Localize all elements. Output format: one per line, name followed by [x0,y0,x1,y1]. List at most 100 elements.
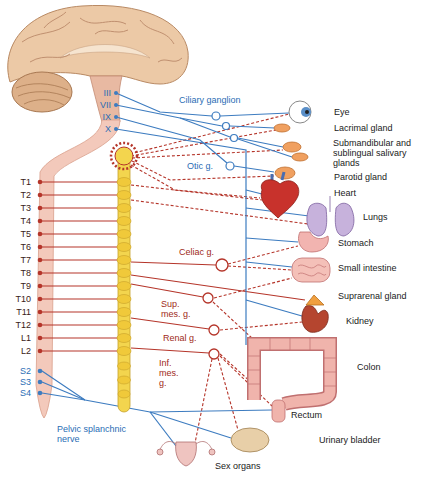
brain [24,100,64,105]
brain [22,12,182,62]
brain [80,18,126,24]
ganglion [226,162,234,170]
cranial-nerve-label: VII [92,100,112,110]
brain [30,54,70,62]
postganglionic-sympathetic-fibre [220,322,302,330]
brain [140,20,174,44]
preganglionic-sympathetic-fibre [131,275,305,300]
parasympathetic-fibre [220,113,289,116]
postganglionic-sympathetic-fibre [218,358,238,430]
nucleus-dot [38,232,43,237]
parasympathetic-fibre [246,238,298,242]
sympathetic-chain [111,143,137,169]
preganglionic-sympathetic-fibre [131,262,216,265]
parasympathetic-fibre [116,105,222,126]
sympathetic-chain [117,204,131,213]
ganglion [216,259,228,271]
lungs [335,203,354,236]
gland [274,124,290,132]
nucleus-dot [38,180,43,185]
sympathetic-chain [117,178,131,399]
sex-organs [209,449,215,455]
ganglion-label: Celiac g. [178,247,215,257]
brain [158,58,182,62]
sympathetic-chain [117,308,131,317]
ganglion-label: Ciliary ganglion [178,95,242,105]
kidney [306,295,324,305]
ganglion [212,112,220,120]
preganglionic-sympathetic-fibre [131,318,209,329]
nucleus-dot [38,336,43,341]
organ-label: Urinary bladder [318,435,382,445]
ganglion [209,349,219,359]
heart [261,172,299,218]
sympathetic-chain [111,143,137,412]
organ-label: Sex organs [214,461,262,471]
nucleus-dot [38,193,43,198]
small-intestine [292,258,330,282]
ganglion [203,293,213,303]
spinal-segment-label: S2 [6,366,32,376]
postganglionic-sympathetic-fibre [228,246,298,264]
spinal-segment-label: T3 [6,203,32,213]
parasympathetic-fibre [42,93,309,446]
spinal-segment-label: T9 [6,281,32,291]
lungs [330,196,331,212]
organ-label: Kidney [345,316,375,326]
sympathetic-chain [117,256,131,265]
nerve-label: Pelvic splanchnic nerve [56,424,133,444]
postganglionic-sympathetic-fibre [228,266,292,270]
organ-label: Rectum [290,410,323,420]
postganglionic-sympathetic-fibre [214,278,292,298]
spinal-segment-label: T1 [6,177,32,187]
parasympathetic-fibre [234,166,274,172]
gland [283,142,301,152]
brain [95,30,128,34]
parasympathetic-fibre [246,190,262,194]
spinal-segment-label: T5 [6,229,32,239]
organ-label: Lungs [362,212,389,222]
lungs [307,203,327,236]
ganglion [203,259,228,359]
preganglionic-sympathetic-fibre [42,194,118,195]
nucleus-dot [38,323,43,328]
spinal-segment-label: T4 [6,216,32,226]
preganglionic-sympathetic-fibre [42,181,118,182]
nucleus-dot [38,271,43,276]
organ-label: Small intestine [337,263,398,273]
brain [16,84,68,90]
parasympathetic-fibre [150,410,272,412]
sympathetic-chain [117,178,131,187]
parasympathetic-fibre [238,138,283,147]
brain [60,45,150,59]
ganglion-label: Otic g. [186,161,214,171]
nucleus-dot [114,103,118,107]
brain [44,12,66,28]
preganglionic-sympathetic-fibre [42,182,305,353]
nucleus-dot [38,391,43,396]
eye [301,107,311,117]
postganglionic-sympathetic-fibre [130,114,308,443]
postganglionic-sympathetic-fibre [131,185,262,200]
preganglionic-sympathetic-fibre [42,259,118,260]
urinary-bladder [231,428,269,452]
postganglionic-sympathetic-fibre [213,302,254,340]
sympathetic-chain [117,334,131,343]
ganglion [209,325,219,335]
parasympathetic-fibre [42,371,150,412]
preganglionic-sympathetic-fibre [42,207,118,208]
nucleus-dot [38,380,43,385]
sympathetic-chain [117,321,131,330]
organ-label: Heart [333,188,357,198]
sex-organs [157,449,163,455]
spinal-segment-label: T7 [6,255,32,265]
parasympathetic-fibre [180,118,230,137]
sympathetic-chain [117,217,131,226]
preganglionic-sympathetic-fibre [131,348,209,353]
nucleus-dot [38,245,43,250]
preganglionic-sympathetic-fibre [42,220,118,221]
spinal-segment-label: S4 [6,388,32,398]
colon [248,338,336,404]
preganglionic-sympathetic-fibre [42,311,118,312]
